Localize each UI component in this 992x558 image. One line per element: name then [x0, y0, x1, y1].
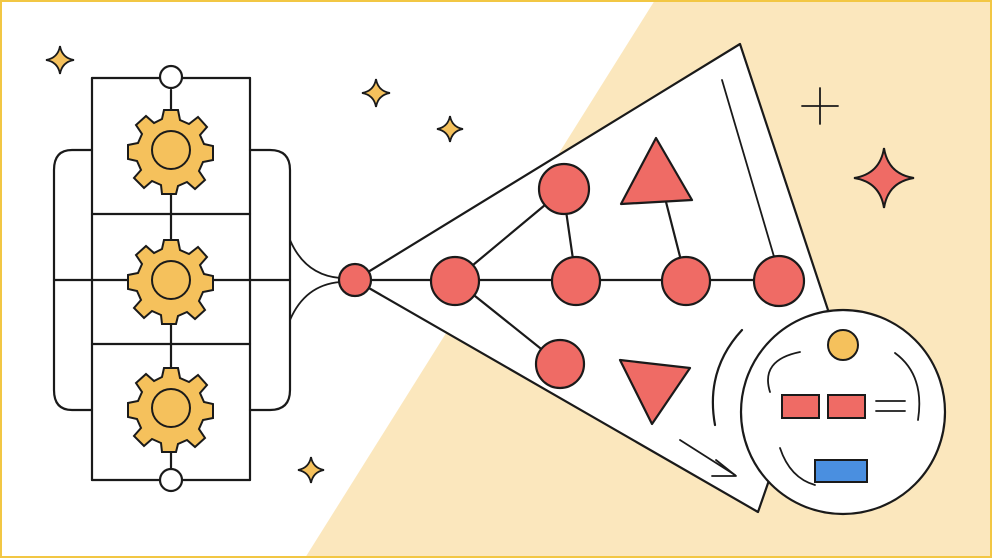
plus-sparkle-icon — [801, 87, 839, 125]
triangle-down-icon — [618, 358, 692, 426]
sparkle-icon — [297, 456, 325, 484]
graph-node — [337, 262, 373, 298]
graph-node — [534, 338, 586, 390]
gold-dot — [827, 329, 859, 361]
top-terminal — [158, 64, 184, 90]
graph-node — [550, 255, 602, 307]
graph-sheet — [337, 42, 830, 514]
gear-panel — [52, 64, 292, 493]
sparkle-icon — [45, 45, 75, 75]
gear-icon — [127, 367, 214, 453]
graph-node — [429, 255, 481, 307]
red-sparkle-icon — [853, 147, 915, 209]
blue-pill — [814, 459, 868, 483]
red-pill — [827, 394, 866, 419]
triangle-up-icon — [619, 136, 694, 206]
graph-node — [752, 254, 806, 308]
arrow-icon — [679, 439, 737, 477]
circle-badge-icon — [711, 308, 947, 516]
graph-node — [537, 162, 591, 216]
sparkle-icon — [361, 78, 391, 108]
graph-node — [660, 255, 712, 307]
bottom-terminal — [158, 467, 184, 493]
gear-icon — [127, 239, 214, 325]
gear-icon — [127, 109, 214, 195]
red-pill — [781, 394, 820, 419]
sparkle-icon — [436, 115, 464, 143]
converging-lines — [289, 239, 341, 321]
